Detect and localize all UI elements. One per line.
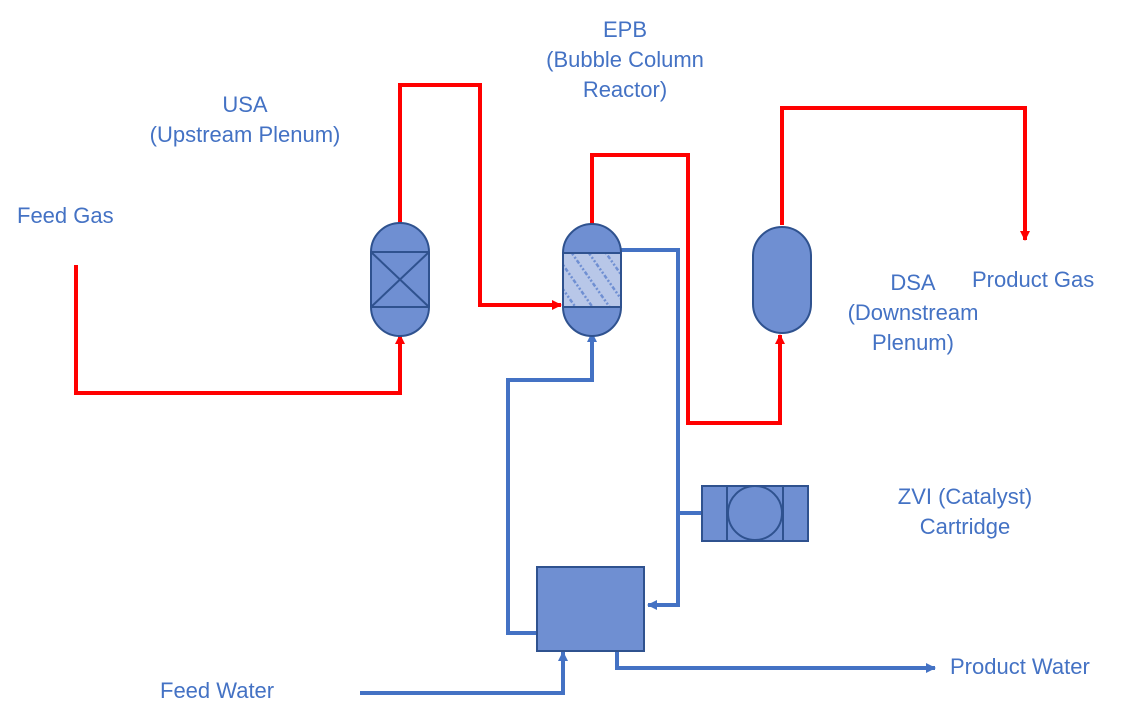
- product-gas-label: Product Gas: [972, 267, 1095, 292]
- dsa-label-line1: DSA: [890, 270, 936, 295]
- epb-label-line1: EPB: [602, 17, 648, 42]
- water-lines: [360, 248, 936, 695]
- empty-vessel-icon: [752, 226, 812, 334]
- product-water-label: Product Water: [950, 654, 1090, 679]
- epb-label: EPB (Bubble Column Reactor): [515, 15, 735, 105]
- epb-to-tank-return-line: [620, 248, 680, 610]
- epb-to-dsa-line: [590, 153, 785, 425]
- feed-water-line: [360, 651, 568, 695]
- zvi-label-line2: Cartridge: [919, 514, 1011, 539]
- product-gas-line: [780, 106, 1030, 241]
- water-tank-icon: [536, 566, 645, 652]
- hatched-bubble-column-icon: [562, 223, 622, 337]
- usa-label-line2: (Upstream Plenum): [149, 122, 341, 147]
- dsa-label-line3: Plenum): [872, 330, 954, 355]
- product-water-line: [615, 652, 936, 673]
- catalyst-cartridge-icon: [701, 485, 809, 542]
- usa-to-epb-line: [398, 83, 562, 310]
- zvi-label: ZVI (Catalyst) Cartridge: [870, 482, 1060, 542]
- feed-gas-label: Feed Gas: [17, 203, 114, 228]
- usa-label: USA (Upstream Plenum): [130, 90, 360, 150]
- feed-gas-line: [74, 265, 405, 395]
- usa-label-line1: USA: [222, 92, 268, 117]
- epb-label-line2: (Bubble Column: [546, 47, 704, 72]
- packed-vessel-x-icon: [370, 222, 430, 337]
- feed-water-label: Feed Water: [160, 678, 275, 703]
- zvi-label-line1: ZVI (Catalyst): [897, 484, 1033, 509]
- tank-to-epb-line: [506, 332, 597, 635]
- dsa-label: DSA (Downstream Plenum): [828, 268, 998, 358]
- gas-lines: [74, 83, 1030, 425]
- dsa-label-line2: (Downstream: [847, 300, 979, 325]
- epb-label-line3: Reactor): [582, 77, 668, 102]
